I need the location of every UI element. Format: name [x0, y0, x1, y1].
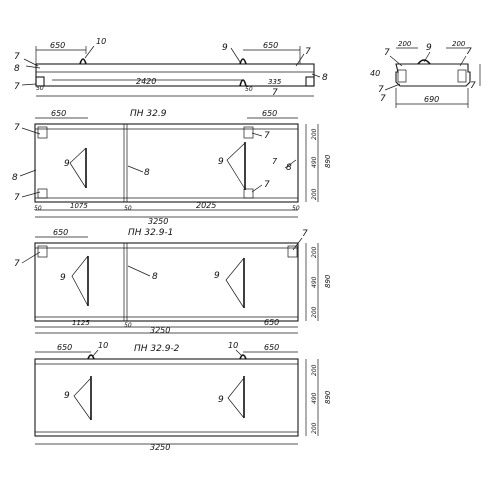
panel-pn-32-9-2: ПН 32.9-2 650 650 10 10 3250 200 490 200…: [34, 341, 332, 452]
side-mark-7-d: 7: [272, 88, 278, 98]
side-mark-7-a: 7: [14, 52, 20, 62]
panel-2-dim-650-right: 650: [264, 318, 279, 327]
panel-1-dim-1075: 1075: [70, 202, 88, 210]
panel-3-dim-3250: 3250: [150, 443, 170, 452]
side-dim-650-right: 650: [263, 41, 278, 50]
panel-2-dim-650-left: 650: [53, 228, 68, 237]
section-dim-200-left: 200: [398, 40, 412, 48]
panel-pn-32-9: ПН 32.9 650 650 1075 2025 50 50 50 3250 …: [12, 109, 332, 226]
section-dim-690: 690: [424, 95, 439, 104]
panel-1-dim-490: 490: [311, 156, 318, 168]
panel-1-mark-8-b: 8: [286, 163, 292, 173]
section-mark-9: 9: [426, 43, 432, 53]
panel-1-mark-9-a: 9: [64, 159, 70, 169]
panel-1-dim-200-bottom: 200: [311, 188, 318, 200]
panel-1-dim-50-a: 50: [34, 205, 42, 212]
side-mark-8-a: 8: [14, 64, 20, 74]
panel-2-dim-200-top: 200: [311, 246, 318, 258]
panel-1-dim-50-c: 50: [292, 205, 300, 212]
panel-3-dim-890: 890: [324, 390, 332, 404]
panel-3-dim-650-right: 650: [264, 343, 279, 352]
side-dim-650-left: 650: [50, 41, 65, 50]
panel-3-dim-650-left: 650: [57, 343, 72, 352]
side-mark-7-b: 7: [14, 82, 20, 92]
section-dim-200-right: 200: [452, 40, 466, 48]
panel-2-mark-9-a: 9: [60, 273, 66, 283]
side-dim-50: 50: [36, 85, 44, 92]
panel-3-title: ПН 32.9-2: [134, 344, 180, 354]
side-mark-10: 10: [96, 37, 106, 46]
panel-pn-32-9-1: ПН 32.9-1 650 1125 50 650 3250 200 490 2…: [14, 228, 332, 335]
panel-1-dim-890: 890: [324, 154, 332, 168]
side-view: 650 650 2420 50 50 335 7 8 7 10 9 7 8 7: [14, 37, 328, 98]
section-mark-7-e: 7: [380, 94, 386, 104]
panel-1-dim-650-left: 650: [51, 109, 66, 118]
panel-2-mark-7-a: 7: [14, 259, 20, 269]
side-dim-150: 50: [245, 86, 253, 93]
side-mark-7-c: 7: [305, 47, 311, 57]
panel-2-dim-490: 490: [311, 276, 318, 288]
panel-3-dim-200-top: 200: [311, 364, 318, 376]
panel-2-dim-50: 50: [124, 322, 132, 329]
side-dim-335: 335: [268, 78, 282, 86]
panel-3-dim-490: 490: [311, 392, 318, 404]
panel-3-mark-9-b: 9: [218, 395, 224, 405]
panel-1-mark-7-a: 7: [14, 123, 20, 133]
side-mark-9: 9: [222, 43, 228, 53]
panel-1-dim-2025: 2025: [196, 201, 216, 210]
panel-1-title: ПН 32.9: [130, 109, 167, 119]
panel-3-mark-10-a: 10: [98, 341, 108, 350]
section-mark-7-c: 7: [378, 85, 384, 95]
panel-1-mark-8: 8: [12, 173, 18, 183]
panel-1-mark-7-b: 7: [14, 193, 20, 203]
panel-3-mark-10-b: 10: [228, 341, 238, 350]
panel-2-dim-3250: 3250: [150, 326, 170, 335]
panel-2-mark-9-b: 9: [214, 271, 220, 281]
panel-3-mark-9-a: 9: [64, 391, 70, 401]
cross-section: 200 200 9 7 7 40 7 7 7 690: [370, 40, 481, 108]
panel-1-mark-8-mid: 8: [144, 168, 150, 178]
panel-1-mark-7-d: 7: [264, 180, 270, 190]
section-mark-7-d: 7: [470, 81, 476, 91]
section-mark-7-b: 7: [466, 47, 472, 57]
panel-1-dim-50-b: 50: [124, 205, 132, 212]
panel-2-dim-890: 890: [324, 274, 332, 288]
panel-3-dim-200-bottom: 200: [311, 422, 318, 434]
side-mark-8-b: 8: [322, 73, 328, 83]
panel-1-dim-650-right: 650: [262, 109, 277, 118]
panel-2-mark-7-b: 7: [302, 229, 308, 239]
panel-2-mark-8: 8: [152, 272, 158, 282]
panel-1-dim-3250: 3250: [148, 217, 168, 226]
panel-1-mark-7-e: 7: [272, 157, 278, 166]
panel-2-dim-1125: 1125: [72, 319, 90, 327]
section-mark-7-a: 7: [384, 48, 390, 58]
section-mark-40: 40: [370, 69, 380, 78]
panel-2-title: ПН 32.9-1: [128, 228, 173, 238]
panel-1-dim-200-top: 200: [311, 128, 318, 140]
side-dim-2420: 2420: [136, 77, 156, 86]
panel-2-dim-200-bottom: 200: [311, 306, 318, 318]
panel-1-mark-7-c: 7: [264, 131, 270, 141]
panel-1-mark-9-b: 9: [218, 157, 224, 167]
